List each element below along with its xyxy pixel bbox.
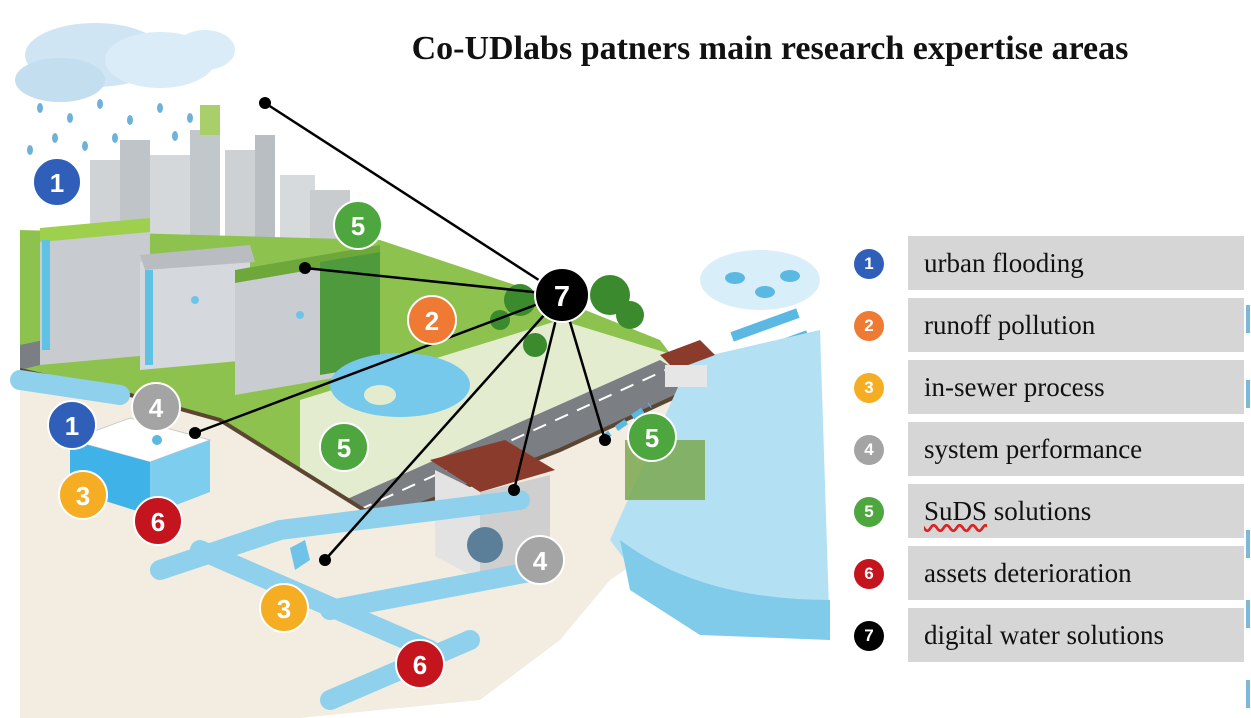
- svg-text:3: 3: [76, 481, 90, 511]
- edge-divider: [1246, 305, 1250, 333]
- edge-divider: [1246, 680, 1250, 708]
- legend-cell: assets deterioration: [908, 546, 1244, 602]
- legend-cell: digital water solutions: [908, 608, 1244, 664]
- legend-label: SuDS solutions: [924, 496, 1091, 527]
- scene-badge: 1: [47, 400, 97, 450]
- legend-item-assets-deterioration: 6 assets deterioration: [840, 546, 1250, 602]
- number-badge-icon: 5: [854, 497, 884, 527]
- svg-text:1: 1: [50, 168, 64, 198]
- legend-item-in-sewer-process: 3 in-sewer process: [840, 360, 1250, 416]
- number-badge-icon: 3: [854, 373, 884, 403]
- scene-badge: 4: [515, 535, 565, 585]
- scene-badge: 5: [333, 200, 383, 250]
- legend-item-suds-solutions: 5 SuDS solutions: [840, 484, 1250, 540]
- edge-divider: [1246, 530, 1250, 558]
- number-badge-icon: 1: [854, 249, 884, 279]
- legend-label: urban flooding: [924, 248, 1084, 278]
- edge-divider: [1246, 600, 1250, 628]
- rain-drops: [27, 99, 193, 155]
- svg-text:2: 2: [425, 306, 439, 336]
- svg-text:3: 3: [277, 594, 291, 624]
- svg-text:7: 7: [554, 281, 570, 313]
- scene-badge: 4: [131, 382, 181, 432]
- scene-badge: 3: [259, 583, 309, 633]
- legend-label: in-sewer process: [924, 372, 1105, 402]
- legend-label: assets deterioration: [924, 558, 1132, 588]
- retention-pond: [330, 353, 470, 417]
- svg-text:1: 1: [65, 411, 79, 441]
- number-badge-icon: 7: [854, 621, 884, 651]
- connector-endpoints: [189, 97, 611, 566]
- scene-badge: 3: [58, 470, 108, 520]
- legend-label: runoff pollution: [924, 310, 1096, 340]
- svg-text:6: 6: [151, 507, 165, 537]
- legend-cell: SuDS solutions: [908, 484, 1244, 540]
- svg-text:5: 5: [351, 211, 365, 241]
- svg-text:5: 5: [645, 423, 659, 453]
- connector-lines: [194, 101, 607, 561]
- buildings: [40, 218, 380, 395]
- svg-text:4: 4: [533, 546, 548, 576]
- legend-item-runoff-pollution: 2 runoff pollution: [840, 298, 1250, 354]
- legend-cell: system performance: [908, 422, 1244, 478]
- scene-badge: 6: [133, 496, 183, 546]
- scene-badge: 5: [319, 422, 369, 472]
- edge-divider: [1246, 380, 1250, 408]
- urban-water-illustration: 1 5 2 4 1 5 5 3 6 4 3 6: [10, 23, 830, 718]
- scene-badge: 2: [407, 295, 457, 345]
- svg-text:4: 4: [149, 393, 164, 423]
- number-badge-icon: 4: [854, 435, 884, 465]
- rain-cloud-icon: [15, 23, 235, 102]
- digital-hub-badge: 7: [534, 267, 590, 323]
- legend-cell: runoff pollution: [908, 298, 1244, 354]
- legend-item-digital-water-solutions: 7 digital water solutions: [840, 608, 1250, 664]
- page-title: Co-UDlabs patners main research expertis…: [411, 30, 1129, 67]
- scene-badge: 5: [627, 412, 677, 462]
- legend-item-system-performance: 4 system performance: [840, 422, 1250, 478]
- legend-label: system performance: [924, 434, 1143, 464]
- legend-cell: urban flooding: [908, 236, 1244, 292]
- legend-cell: in-sewer process: [908, 360, 1244, 416]
- river: [610, 330, 830, 640]
- spellcheck-underlined-word: SuDS: [924, 496, 988, 526]
- number-badge-icon: 6: [854, 559, 884, 589]
- legend-item-urban-flooding: 1 urban flooding: [840, 236, 1250, 292]
- scene-badge: 1: [32, 157, 82, 207]
- scene-badge: 6: [395, 639, 445, 689]
- house-small: [660, 340, 715, 387]
- svg-text:5: 5: [337, 433, 351, 463]
- number-badge-icon: 2: [854, 311, 884, 341]
- legend-label-rest: solutions: [987, 496, 1092, 526]
- legend-label: digital water solutions: [924, 620, 1164, 650]
- svg-text:6: 6: [413, 650, 427, 680]
